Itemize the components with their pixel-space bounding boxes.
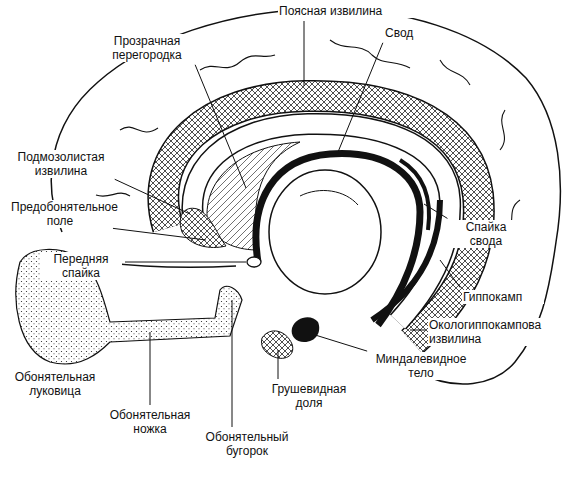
part-label: Грушевидная доля xyxy=(268,382,350,410)
subcallosal-gyrus xyxy=(180,208,226,247)
thalamus xyxy=(269,170,381,294)
hippocampus xyxy=(372,200,440,320)
leader-line xyxy=(195,65,246,188)
cingulate-gyrus xyxy=(163,96,479,342)
leader-line xyxy=(440,260,460,288)
cingulate-gyrus xyxy=(163,96,479,342)
anterior-commissure xyxy=(247,257,261,267)
hippocampus xyxy=(372,200,440,320)
leader-line xyxy=(150,332,151,405)
part-label: Гиппокамп xyxy=(462,290,544,304)
part-label: Спайка свода xyxy=(450,220,522,248)
cingulate-gyrus xyxy=(163,96,479,342)
part-label: Окологиппокампова извилина xyxy=(428,318,550,346)
part-label: Поясная извилина xyxy=(278,4,430,18)
leader-line xyxy=(424,204,447,218)
sulci xyxy=(500,110,505,150)
olfactory-region xyxy=(16,249,242,364)
part-label: Миндалевидное тело xyxy=(370,352,472,380)
part-label: Обонятельная ножка xyxy=(104,408,196,436)
leader-line xyxy=(125,262,246,263)
leader-line xyxy=(115,179,190,214)
piriform-lobe xyxy=(261,331,292,358)
sulci xyxy=(200,55,275,70)
thalamus xyxy=(269,170,381,294)
part-label: Передняя спайка xyxy=(40,252,122,280)
olfactory-region xyxy=(16,249,242,364)
sulci xyxy=(330,40,410,68)
leader-line xyxy=(312,334,367,351)
sulci xyxy=(96,193,130,196)
anterior-commissure xyxy=(247,257,261,267)
leader-line xyxy=(338,43,383,152)
part-label: Обонятельный бугорок xyxy=(196,430,298,458)
part-label: Подмозолистая извилина xyxy=(10,150,112,178)
amygdala xyxy=(292,317,320,342)
leader-line xyxy=(232,300,233,427)
leader-line xyxy=(304,21,305,86)
leader-line xyxy=(113,228,206,240)
subcallosal-gyrus xyxy=(180,208,226,247)
leader-line xyxy=(410,330,425,331)
amygdala xyxy=(292,317,320,342)
piriform-lobe xyxy=(261,331,292,358)
leader-line xyxy=(278,350,279,379)
fornix xyxy=(400,160,429,230)
part-label: Свод xyxy=(384,26,426,40)
fornix xyxy=(256,154,429,325)
sulci xyxy=(440,60,470,85)
part-label: Прозрачная перегородка xyxy=(100,34,194,62)
thalamus xyxy=(300,190,358,205)
part-label: Предобонятельное поле xyxy=(10,200,110,228)
part-label: Обонятельная луковица xyxy=(4,370,106,398)
sulci xyxy=(120,127,158,132)
